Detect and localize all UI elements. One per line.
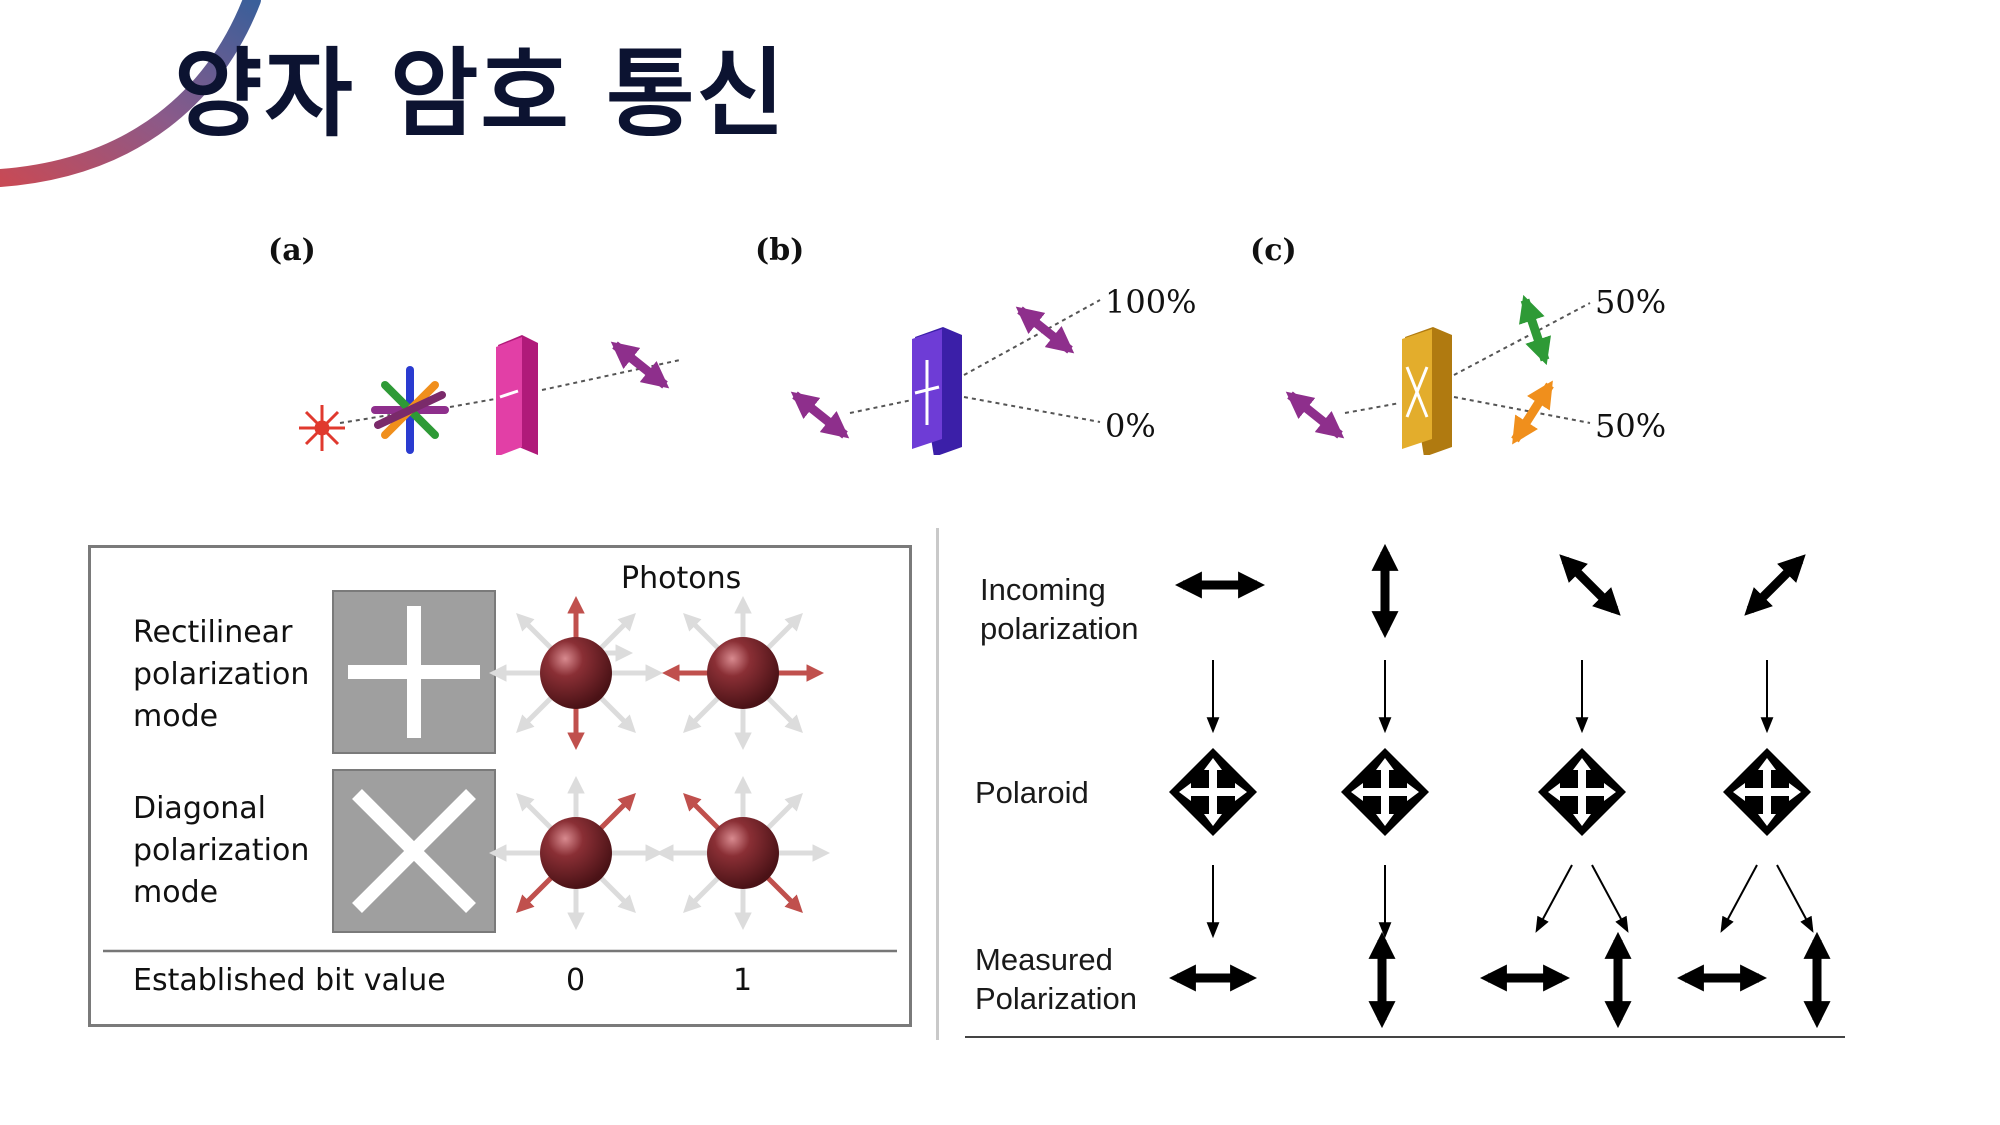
incoming-photon-arrow — [1285, 391, 1345, 439]
experiment-a: (a) — [268, 233, 681, 455]
rectilinear-filter-icon — [912, 327, 962, 455]
photon-rectilinear-0 — [489, 596, 663, 750]
polaroid-icon — [1723, 748, 1811, 836]
photon-diagonal-1 — [656, 776, 830, 930]
photons-header: Photons — [621, 561, 742, 596]
polaroid-icon — [1538, 748, 1626, 836]
incoming-polarization-label: Incoming polarization — [980, 572, 1139, 646]
bit-value-label: Established bit value — [133, 963, 446, 998]
flow-arrows-to-measured — [1206, 864, 1814, 939]
diagonal-mode-label: Diagonal polarization mode — [133, 791, 310, 910]
incoming-diagonal-arrow — [1559, 554, 1621, 616]
experiment-a-label: (a) — [268, 233, 316, 268]
experiment-b-label: (b) — [755, 233, 804, 268]
diagonal-filter-icon — [1402, 327, 1452, 455]
incoming-antidiagonal-arrow — [1744, 554, 1806, 616]
experiment-c-bottom-percent: 50% — [1595, 407, 1666, 445]
experiment-c: (c) 50% 50% — [1250, 233, 1666, 455]
polarization-measurement-diagram — [965, 543, 1845, 1038]
vertical-divider — [936, 528, 939, 1040]
flow-arrows-to-polaroid — [1206, 660, 1774, 734]
page-title: 양자 암호 통신 — [174, 38, 787, 150]
bit-value-0: 0 — [566, 963, 586, 998]
polaroid-icon — [1169, 748, 1257, 836]
polarization-experiments-diagram: (a) (b) — [268, 233, 1666, 455]
polaroid-label: Polaroid — [975, 775, 1089, 810]
transmitted-photon-arrow — [1015, 306, 1075, 354]
bit-value-1: 1 — [733, 963, 753, 998]
diagonal-filter-icon — [332, 769, 496, 933]
rectilinear-filter-icon — [332, 590, 496, 754]
measured-polarization-label: Measured Polarization — [975, 942, 1137, 1016]
light-source-icon — [299, 405, 345, 451]
decorative-arc — [0, 0, 261, 187]
experiment-b: (b) 100% 0% — [755, 233, 1196, 455]
horizontal-photon-arrow — [1511, 380, 1554, 445]
experiment-c-label: (c) — [1250, 233, 1297, 268]
experiment-c-top-percent: 50% — [1595, 283, 1666, 321]
incoming-photon-arrow — [790, 391, 850, 439]
vertical-filter-icon — [496, 335, 538, 455]
photon-encoding-table: Photons Rectilinear polarization mode Di… — [88, 545, 912, 1027]
vertical-photon-arrow — [1519, 294, 1551, 366]
photon-diagonal-0 — [489, 776, 663, 930]
polaroid-icon — [1341, 748, 1429, 836]
photon-rectilinear-1 — [662, 596, 824, 750]
experiment-b-top-percent: 100% — [1105, 283, 1196, 321]
unpolarized-light-icon — [371, 366, 449, 454]
polarized-photon-arrow — [610, 341, 670, 389]
rectilinear-mode-label: Rectilinear polarization mode — [133, 615, 310, 734]
experiment-b-bottom-percent: 0% — [1105, 407, 1156, 445]
